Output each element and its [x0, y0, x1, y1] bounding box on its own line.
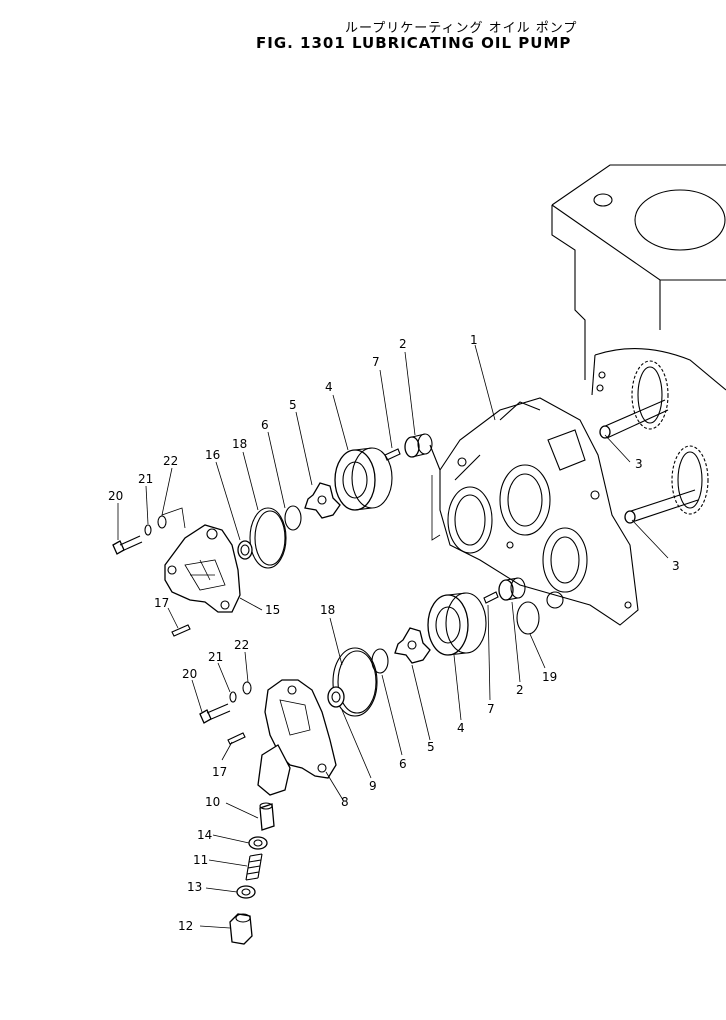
callout-2-upper: 2 — [399, 337, 407, 351]
leader-lines — [117, 344, 669, 929]
pin-7-upper — [384, 448, 401, 461]
bushing-2-lower — [498, 577, 526, 601]
callout-17-upper: 17 — [154, 596, 169, 610]
callout-2-lower: 2 — [516, 683, 524, 697]
callout-21-lower: 21 — [208, 650, 223, 664]
callout-15: 15 — [265, 603, 280, 617]
snap-ring-6-upper — [284, 505, 302, 531]
washer-14 — [248, 836, 268, 850]
callout-22-upper: 22 — [163, 454, 178, 468]
o-ring-19 — [516, 601, 540, 635]
callout-22-lower: 22 — [234, 638, 249, 652]
engine-block — [551, 164, 726, 396]
callout-7-lower: 7 — [487, 702, 495, 716]
inner-gear-5-upper — [304, 482, 341, 519]
callout-18-lower: 18 — [320, 603, 335, 617]
callout-9: 9 — [369, 779, 377, 793]
callout-6-lower: 6 — [399, 757, 407, 771]
outer-rotor-4-upper — [334, 447, 393, 511]
callout-5-lower: 5 — [427, 740, 435, 754]
callout-18-upper: 18 — [232, 437, 247, 451]
washer-22-lower — [242, 681, 252, 695]
spring-11 — [245, 853, 263, 881]
callout-19: 19 — [542, 670, 557, 684]
drive-gear-lower — [671, 445, 709, 515]
washer-21-upper — [144, 524, 152, 536]
bolt-20-lower — [199, 703, 231, 724]
outer-rotor-4-lower — [427, 592, 487, 656]
washer-21-lower — [229, 691, 237, 703]
pin-7-lower — [483, 591, 499, 604]
bushing-2-upper — [404, 433, 433, 458]
o-ring-18-lower — [332, 647, 378, 717]
callout-7-upper: 7 — [372, 355, 380, 369]
relief-valve-10 — [259, 802, 275, 831]
cover-8 — [257, 679, 337, 796]
drive-gear-upper — [631, 360, 669, 430]
bushing-16 — [237, 540, 253, 560]
bolt-20-upper — [112, 535, 143, 555]
inner-gear-5-lower — [394, 627, 431, 664]
pin-17-upper — [171, 624, 191, 637]
figure-title: FIG. 1301 LUBRICATING OIL PUMP — [256, 34, 572, 52]
pump-body — [429, 397, 639, 626]
callout-8: 8 — [341, 795, 349, 809]
bushing-9 — [327, 686, 345, 708]
shaft-upper — [599, 399, 669, 439]
callout-13: 13 — [187, 880, 202, 894]
figure-subtitle: ループリケーティング オイル ポンプ — [345, 21, 578, 36]
callout-3-upper: 3 — [635, 457, 643, 471]
pin-17-lower — [227, 732, 246, 745]
callout-21-upper: 21 — [138, 472, 153, 486]
callout-labels: 1 2 7 4 5 6 18 16 22 21 20 17 15 3 3 18 … — [108, 333, 680, 933]
callout-3-lower: 3 — [672, 559, 680, 573]
callout-6-upper: 6 — [261, 418, 269, 432]
callout-12: 12 — [178, 919, 193, 933]
callout-4-lower: 4 — [457, 721, 465, 735]
callout-17-lower: 17 — [212, 765, 227, 779]
shaft-lower — [624, 489, 699, 524]
plug-12 — [229, 913, 253, 945]
cover-15 — [164, 524, 241, 613]
o-ring-18-upper — [249, 507, 287, 569]
callout-10: 10 — [205, 795, 220, 809]
washer-22-upper — [157, 515, 167, 529]
callout-16: 16 — [205, 448, 220, 462]
callout-4-upper: 4 — [325, 380, 333, 394]
callout-20-upper: 20 — [108, 489, 123, 503]
washer-13 — [236, 885, 256, 899]
callout-14: 14 — [197, 828, 212, 842]
callout-11: 11 — [193, 853, 208, 867]
callout-20-lower: 20 — [182, 667, 197, 681]
callout-5-upper: 5 — [289, 398, 297, 412]
callout-1: 1 — [470, 333, 478, 347]
